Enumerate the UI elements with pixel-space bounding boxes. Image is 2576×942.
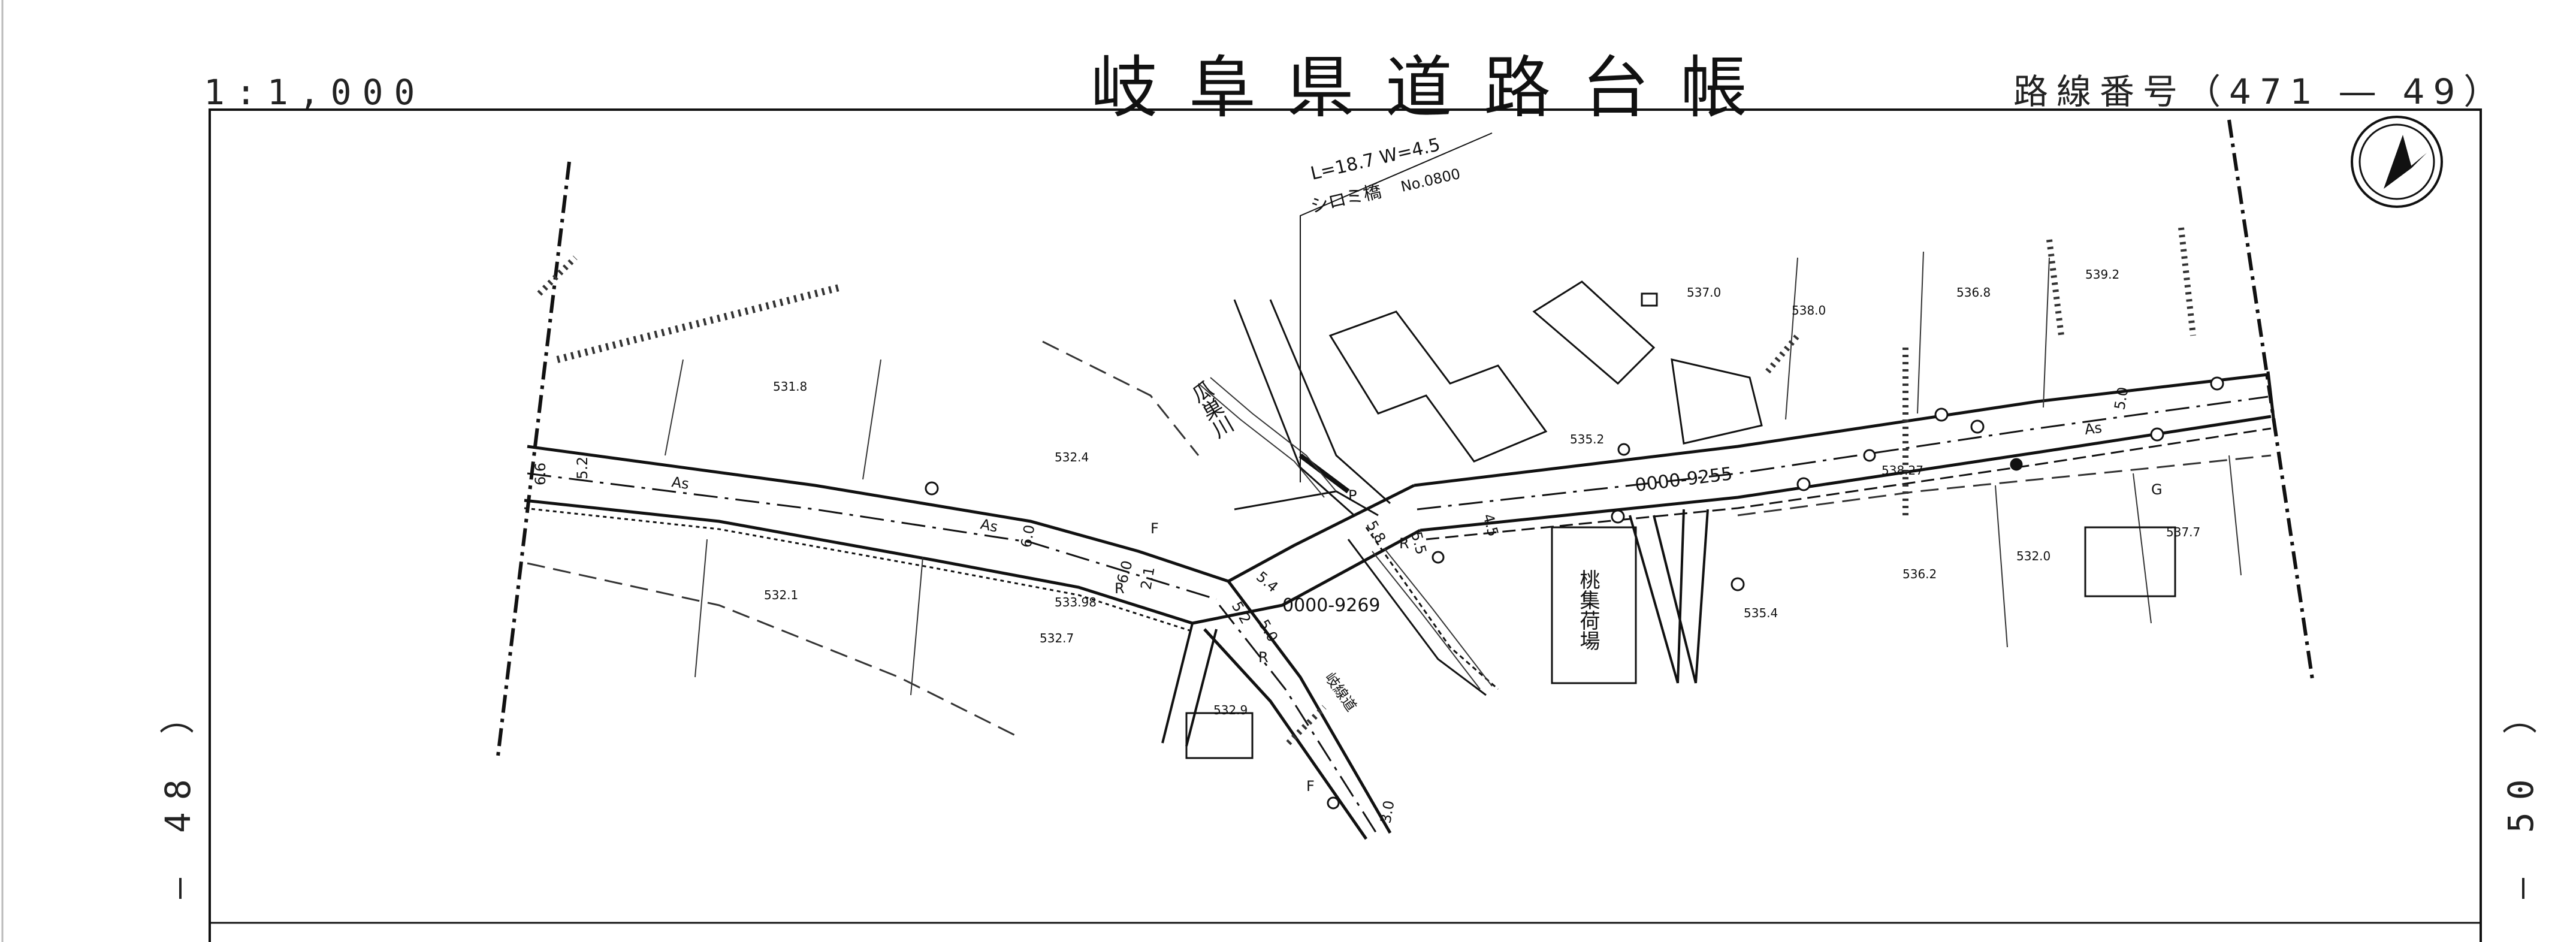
side-roads (1161, 509, 1709, 747)
slope-hatching (537, 227, 2196, 745)
elevation-label: 532.4 (1055, 450, 1089, 464)
branch-road-label: 岐線道 (1321, 669, 1360, 714)
width-label: 5.5 (1408, 530, 1430, 556)
width-label: 5.0 (2111, 386, 2131, 411)
elevation-label: 536.8 (1956, 285, 1991, 300)
node-code-junction: 0000-9269 (1282, 595, 1381, 616)
surface-label: As (2083, 419, 2103, 438)
peach-collection-facility (1551, 526, 1637, 684)
building-6 (1641, 292, 1658, 307)
elevation-label: 532.9 (1213, 703, 1248, 717)
marker-label: P (1348, 487, 1357, 504)
elevation-label: 538.27 (1882, 463, 1923, 478)
elevation-label: 535.2 (1570, 432, 1604, 446)
main-road-east (1414, 371, 2276, 541)
facility-label: 桃集荷場 (1576, 569, 1600, 651)
elevation-label: 539.2 (2085, 267, 2119, 282)
building-1 (1328, 310, 1548, 463)
width-label: 6.6 (532, 463, 549, 485)
marker-label: G (2151, 481, 2163, 498)
width-label: 5.4 (1253, 568, 1281, 596)
elevation-labels: 531.8 532.4 532.1 532.7 532.9 533.98 535… (764, 267, 2200, 717)
embankment-lines (527, 340, 2272, 738)
elevation-label: 535.4 (1744, 606, 1778, 620)
field-boundaries (665, 251, 2242, 696)
width-label: 5.2 (574, 457, 591, 479)
marker-label: R (1258, 649, 1269, 666)
branch-road (1203, 580, 1392, 840)
node-code-east: 0000-9255 (1634, 463, 1734, 496)
buildings (1185, 280, 2176, 759)
marker-label: F (1306, 778, 1315, 795)
width-label: 6.0 (1017, 524, 1038, 549)
north-arrow-icon (2351, 116, 2443, 208)
width-label: 5.8 (1363, 518, 1389, 546)
route-number: 路線番号（471 ― 49） (2013, 71, 2507, 112)
sheet-boundary-left (496, 161, 571, 762)
elevation-label: 531.8 (773, 379, 807, 394)
marker-label: R (1399, 535, 1409, 552)
elevation-label: 537.0 (1687, 285, 1721, 300)
bridge-name: シロミ橋 (1309, 181, 1384, 218)
map-scale: 1:1,000 (204, 72, 426, 113)
marker-label: R (1115, 580, 1125, 597)
surface-label: As (979, 515, 999, 535)
map-frame (209, 108, 2482, 942)
bridge-leader (1300, 132, 1493, 482)
building-4 (2084, 526, 2176, 597)
marker-labels: R P R R F F G (1115, 481, 2163, 795)
elevation-label: 532.7 (1040, 631, 1074, 645)
marker-label: F (1150, 520, 1159, 537)
elevation-label: 538.0 (1792, 303, 1826, 318)
surface-label: As (671, 473, 690, 493)
elevation-label: 532.0 (2016, 549, 2050, 563)
point-symbols (925, 376, 2224, 810)
building-2 (1532, 280, 1656, 385)
elevation-label: 537.7 (2166, 525, 2200, 539)
page-title: 岐阜県道路台帳 (1091, 49, 1778, 127)
surface-labels: As As As (671, 419, 2103, 536)
width-label: 2.1 (1137, 566, 1158, 591)
bridge-number: No.0800 (1399, 165, 1462, 195)
bridge-junction (1192, 299, 1499, 696)
building-5 (1185, 712, 1254, 759)
width-label: 3.0 (1377, 799, 1397, 825)
main-road-west (524, 445, 1229, 632)
river-hatching (1198, 377, 1493, 690)
elevation-label: 532.1 (764, 588, 798, 602)
elevation-label: 533.98 (1055, 595, 1097, 609)
width-label: 4.5 (1479, 512, 1502, 538)
building-3 (1671, 358, 1763, 445)
elevation-label: 536.2 (1902, 567, 1937, 581)
